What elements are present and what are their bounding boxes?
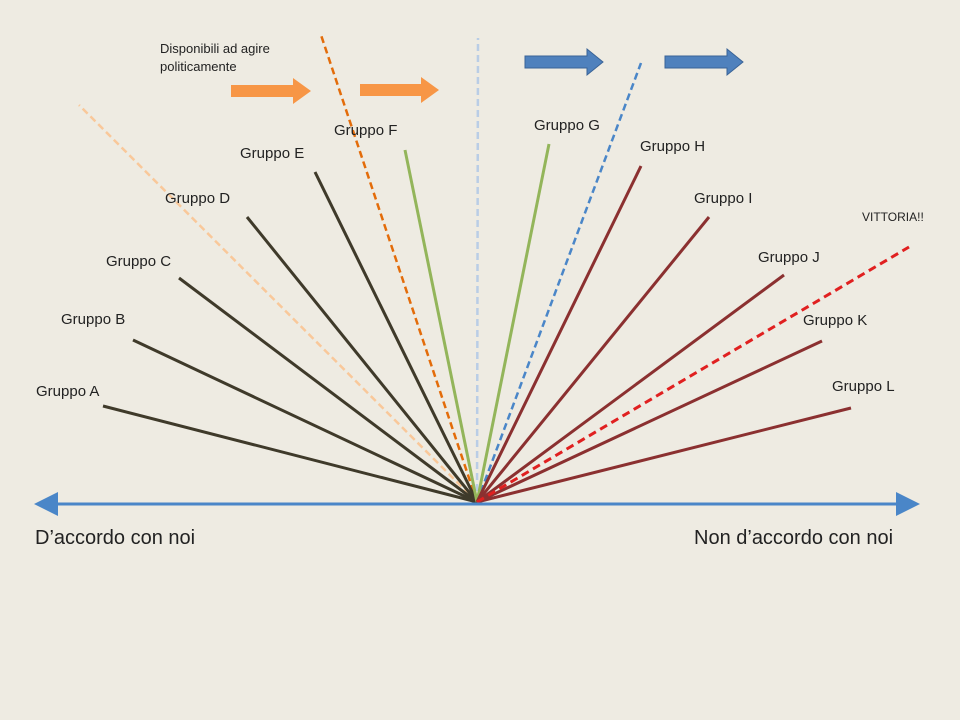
label-gruppo-f: Gruppo F — [334, 122, 398, 139]
label-gruppo-e: Gruppo E — [240, 145, 305, 162]
ray-gruppo-e — [313, 171, 479, 503]
ray-gruppo-d — [245, 216, 479, 503]
label-gruppo-i: Gruppo I — [694, 190, 753, 207]
ray-gruppo-f — [403, 149, 479, 503]
label-gruppo-b: Gruppo B — [61, 311, 126, 328]
political-action-note: Disponibili ad agire politicamente — [160, 40, 270, 76]
label-gruppo-d: Gruppo D — [165, 190, 231, 207]
ray-gruppo-c — [178, 276, 478, 504]
orange-arrow-1 — [231, 78, 311, 104]
label-gruppo-c: Gruppo C — [106, 253, 172, 270]
note-line-2: politicamente — [160, 59, 237, 74]
dashed-line-victory — [476, 245, 910, 504]
blue-arrow-1 — [524, 47, 604, 77]
label-gruppo-k: Gruppo K — [803, 312, 868, 329]
ray-gruppo-a — [102, 404, 478, 504]
orange-arrow-2 — [360, 77, 439, 103]
ray-gruppo-j — [476, 273, 785, 504]
dashed-line-blue — [475, 62, 643, 503]
dashed-line-light-orange — [78, 104, 478, 503]
ray-gruppo-l — [476, 406, 852, 504]
victory-label: VITTORIA!! — [862, 210, 924, 224]
label-gruppo-h: Gruppo H — [640, 138, 706, 155]
ray-gruppo-g — [475, 143, 551, 503]
axis-right-label: Non d’accordo con noi — [694, 527, 894, 549]
note-line-1: Disponibili ad agire — [160, 41, 270, 56]
dashed-line-orange — [319, 34, 479, 503]
label-gruppo-g: Gruppo G — [534, 117, 600, 134]
ray-gruppo-i — [475, 216, 711, 503]
label-gruppo-a: Gruppo A — [36, 383, 100, 400]
blue-arrow-2 — [664, 47, 744, 77]
label-gruppo-j: Gruppo J — [758, 249, 820, 266]
dashed-line-light-blue — [475, 37, 480, 503]
ray-gruppo-b — [132, 338, 478, 504]
axis-left-label: D’accordo con noi — [35, 527, 196, 549]
ray-gruppo-k — [476, 339, 823, 504]
ray-gruppo-h — [475, 165, 643, 503]
label-gruppo-l: Gruppo L — [832, 378, 895, 395]
